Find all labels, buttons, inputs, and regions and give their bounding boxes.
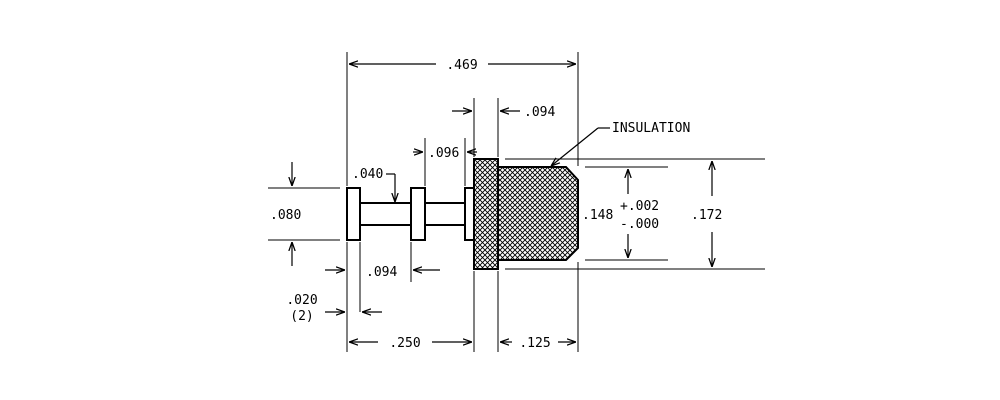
dim-gap-width: .096 [428,146,459,161]
dim-head-count: (2) [290,309,313,324]
insulation-body [497,166,579,261]
dimension-labels: .469 .094 INSULATION .096 .040 .080 .148… [270,58,722,351]
flange-hatched [473,158,499,270]
dim-tolerance-plus: +.002 [620,199,659,214]
dimension-lines [292,64,712,342]
dim-head-thickness: .020 [286,293,317,308]
extension-lines [268,52,765,352]
pin-collar-middle [410,187,426,241]
dim-outer-diameter: .172 [691,208,722,223]
dim-groove-width: .040 [352,167,383,182]
dim-overall-length: .469 [446,58,477,73]
dim-pin-diameter: .080 [270,208,301,223]
dim-spacing: .094 [366,265,397,280]
dim-flange-thickness: .094 [524,105,555,120]
dim-tolerance-minus: -.000 [620,217,659,232]
insulation-label: INSULATION [612,121,690,136]
dim-pin-length: .250 [389,336,420,351]
dim-insulation-length: .125 [519,336,550,351]
part-outline [346,158,579,270]
pin-head-left [346,187,361,241]
dim-insulation-diameter: .148 [582,208,613,223]
